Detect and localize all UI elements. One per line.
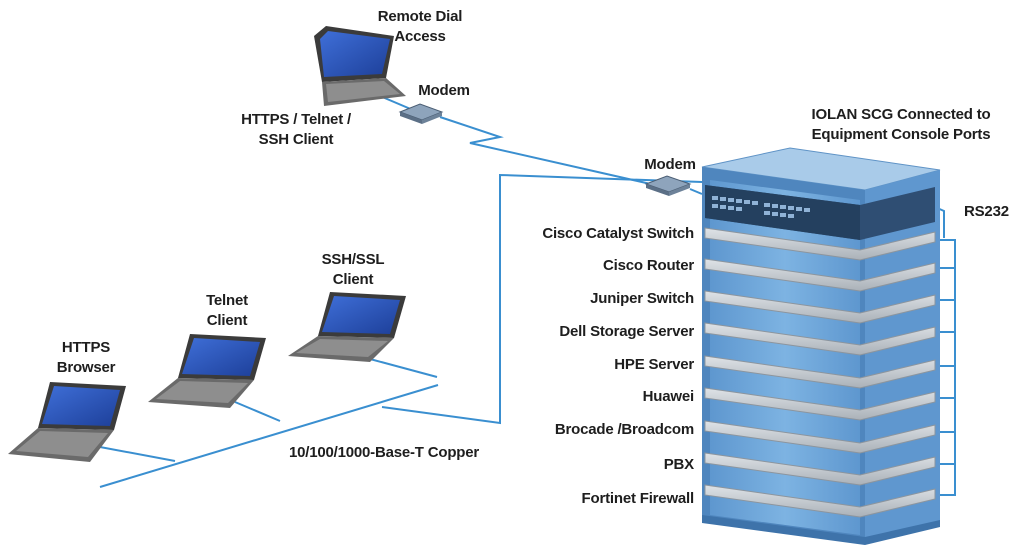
https-label-line2: Browser bbox=[57, 359, 116, 376]
rs232-label: RS232 bbox=[964, 203, 1009, 220]
device-label: Fortinet Firewall bbox=[582, 490, 694, 507]
rack-base bbox=[702, 515, 940, 545]
iolan-label-line1: IOLAN SCG Connected to bbox=[812, 106, 991, 123]
remote-label-line1: Remote Dial bbox=[378, 8, 463, 25]
rack-slot bbox=[704, 355, 936, 389]
rack-slot bbox=[704, 387, 936, 421]
telnet-drop-line bbox=[234, 401, 281, 422]
rack-slot bbox=[704, 322, 936, 356]
https-telnet-label-line1: HTTPS / Telnet / bbox=[241, 111, 352, 128]
https-drop-line bbox=[99, 446, 176, 462]
iolan-unit bbox=[705, 185, 935, 240]
modem-top bbox=[398, 103, 444, 124]
ssh-drop-line bbox=[369, 358, 438, 378]
ssh-laptop bbox=[288, 292, 406, 362]
rack-slot bbox=[704, 290, 936, 324]
rack-slot bbox=[704, 227, 936, 261]
remote-label-line2: Access bbox=[394, 28, 445, 45]
rack-slot bbox=[704, 452, 936, 486]
equipment-rack bbox=[701, 147, 941, 545]
modem-top-label: Modem bbox=[418, 82, 470, 99]
device-label: HPE Server bbox=[614, 356, 694, 373]
device-label: PBX bbox=[664, 456, 694, 473]
telnet-label-line2: Client bbox=[207, 312, 248, 329]
https-telnet-label-line2: SSH Client bbox=[259, 131, 334, 148]
device-label: Juniper Switch bbox=[590, 290, 694, 307]
device-label: Dell Storage Server bbox=[559, 323, 694, 340]
ssh-label-line1: SSH/SSL bbox=[322, 251, 385, 268]
device-label: Huawei bbox=[643, 388, 694, 405]
rack-slot bbox=[704, 258, 936, 292]
connection-lines bbox=[99, 95, 703, 488]
remote-laptop bbox=[314, 26, 406, 106]
modem-to-rack-line bbox=[689, 188, 703, 195]
rack-slot bbox=[704, 420, 936, 454]
device-label: Cisco Router bbox=[603, 257, 694, 274]
rack-slots bbox=[704, 227, 936, 518]
rack-slot bbox=[704, 484, 936, 518]
telnet-laptop bbox=[148, 334, 266, 408]
lan-backbone-line bbox=[99, 384, 439, 488]
copper-label: 10/100/1000-Base-T Copper bbox=[289, 444, 479, 461]
iolan-label-line2: Equipment Console Ports bbox=[812, 126, 991, 143]
ssh-label-line2: Client bbox=[333, 271, 374, 288]
device-label: Cisco Catalyst Switch bbox=[542, 225, 694, 242]
telnet-label-line1: Telnet bbox=[206, 292, 248, 309]
device-label: Brocade /Broadcom bbox=[555, 421, 694, 438]
https-laptop bbox=[8, 382, 126, 462]
https-label-line1: HTTPS bbox=[62, 339, 110, 356]
modem-mid-label: Modem bbox=[644, 156, 696, 173]
modem-mid bbox=[644, 175, 692, 196]
device-labels: Cisco Catalyst Switch Cisco Router Junip… bbox=[542, 225, 694, 507]
lan-uplink-line bbox=[381, 173, 703, 425]
modem-lightning-line bbox=[439, 116, 656, 186]
